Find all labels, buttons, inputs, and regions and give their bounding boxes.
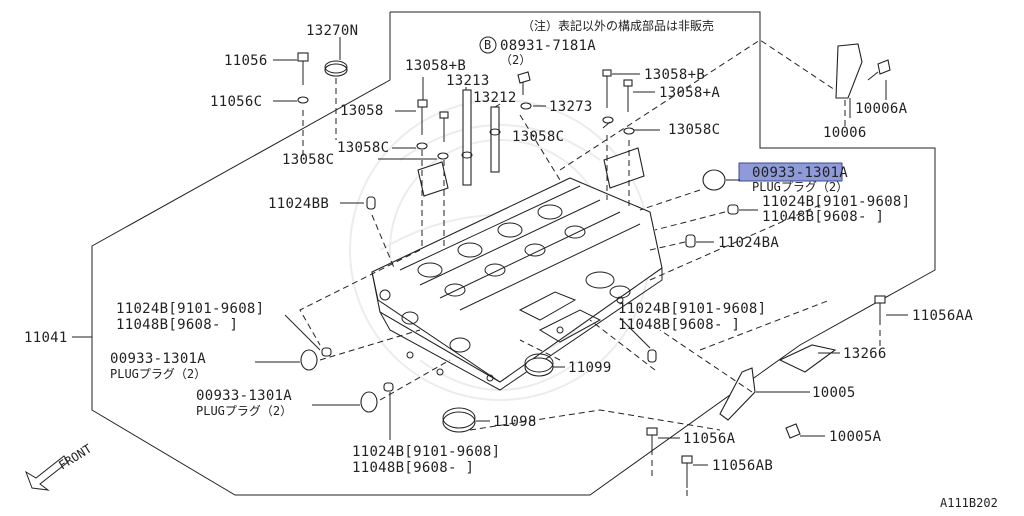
label-11056[interactable]: 11056 (224, 53, 268, 69)
front-label: FRONT (56, 442, 94, 473)
label-10005A[interactable]: 10005A (829, 429, 882, 445)
label-11048B-right[interactable]: 11048B[9608- ] (762, 209, 884, 225)
leader-lines (72, 37, 908, 466)
label-11048B-bottom[interactable]: 11048B[9608- ] (352, 460, 474, 476)
label-00933-1301A-lower[interactable]: 00933-1301A (196, 388, 292, 404)
label-11024B-left[interactable]: 11024B[9101-9608] (116, 301, 264, 317)
guide-lines (299, 39, 881, 500)
label-11048B-left[interactable]: 11048B[9608- ] (116, 317, 238, 333)
circle-b-letter: B (484, 38, 491, 52)
label-11056A[interactable]: 11056A (683, 431, 736, 447)
label-13058A[interactable]: 13058+A (659, 85, 720, 101)
label-11056C[interactable]: 11056C (210, 94, 262, 110)
label-13058C-4[interactable]: 13058C (668, 122, 720, 138)
front-arrow: FRONT (25, 442, 94, 491)
note-text: （注）表記以外の構成部品は非販売 (522, 18, 714, 33)
label-13058[interactable]: 13058 (340, 103, 384, 119)
label-10006[interactable]: 10006 (823, 125, 867, 141)
label-plug-top: PLUGプラグ（2） (752, 180, 848, 194)
label-13058C-3[interactable]: 13058C (512, 129, 564, 145)
part-icons (297, 43, 891, 488)
label-11099[interactable]: 11099 (568, 360, 612, 376)
label-13270N[interactable]: 13270N (306, 23, 358, 39)
cylinder-head-drawing (371, 177, 663, 391)
label-00933-1301A-left[interactable]: 00933-1301A (110, 351, 206, 367)
label-13212[interactable]: 13212 (473, 90, 517, 106)
label-13266[interactable]: 13266 (843, 346, 887, 362)
highlighted-part-label (738, 162, 843, 182)
label-10006A[interactable]: 10006A (855, 101, 908, 117)
label-13058C-1[interactable]: 13058C (337, 140, 389, 156)
label-13058B-right[interactable]: 13058+B (644, 67, 705, 83)
label-11024B-right[interactable]: 11024B[9101-9608] (762, 194, 910, 210)
label-11024BA[interactable]: 11024BA (718, 235, 779, 251)
label-00933-1301A-highlighted[interactable]: 00933-1301A (752, 165, 848, 181)
label-11056AB[interactable]: 11056AB (712, 458, 773, 474)
label-plug-lower: PLUGプラグ（2） (196, 404, 292, 418)
part-labels: 13270N 11056 11056C 08931-7181A （2） 1305… (24, 23, 973, 476)
label-11048B-middle[interactable]: 11048B[9608- ] (618, 317, 740, 333)
label-10005[interactable]: 10005 (812, 385, 856, 401)
label-11024BB[interactable]: 11024BB (268, 196, 329, 212)
label-13273[interactable]: 13273 (549, 99, 593, 115)
label-13213[interactable]: 13213 (446, 73, 490, 89)
label-11024B-middle[interactable]: 11024B[9101-9608] (618, 301, 766, 317)
label-13058B-left[interactable]: 13058+B (405, 58, 466, 74)
label-11024B-bottom[interactable]: 11024B[9101-9608] (352, 444, 500, 460)
label-11041[interactable]: 11041 (24, 330, 68, 346)
label-08931-qty: （2） (500, 53, 531, 67)
assembly-frame (91, 11, 936, 496)
label-08931-7181A[interactable]: 08931-7181A (500, 38, 596, 54)
label-plug-left: PLUGプラグ（2） (110, 367, 206, 381)
diagram-code: A111B202 (940, 496, 998, 510)
circle-b-badge (479, 36, 497, 54)
label-13058C-2[interactable]: 13058C (282, 152, 334, 168)
label-11098[interactable]: 11098 (493, 414, 537, 430)
label-11056AA[interactable]: 11056AA (912, 308, 973, 324)
